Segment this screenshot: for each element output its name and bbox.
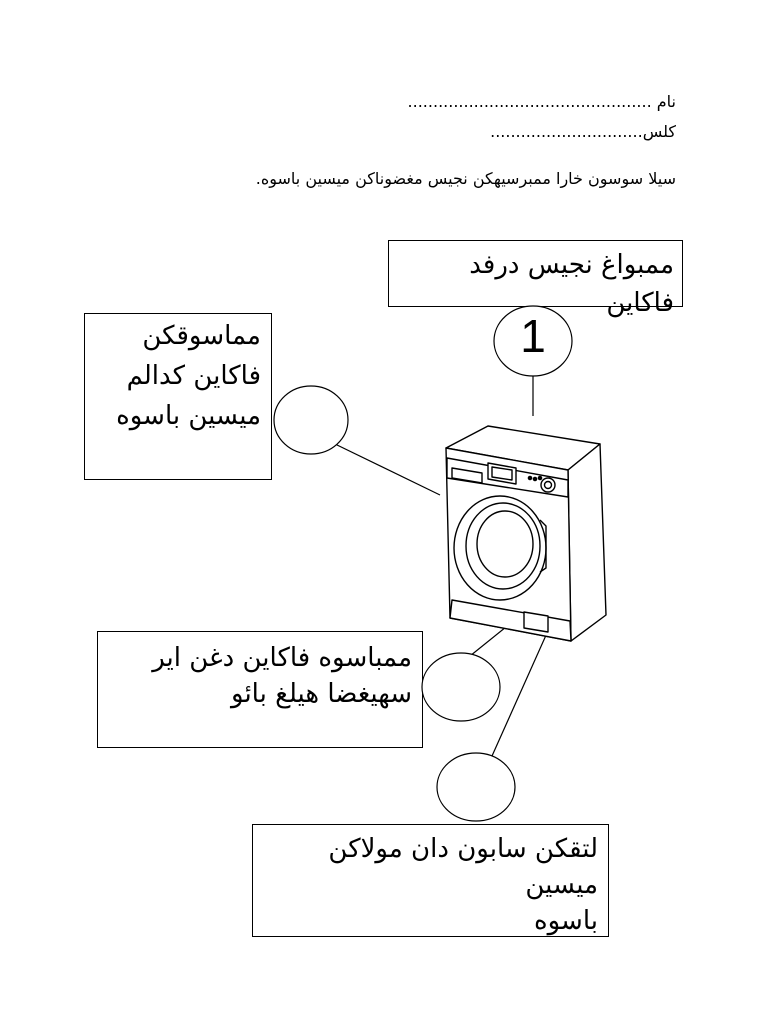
connector-line xyxy=(469,626,507,657)
answer-circle-3[interactable] xyxy=(421,652,501,722)
step-box-text: لتقكن سابون دان مولاكن ميسين باسوه xyxy=(328,834,598,936)
step-box-text: مماسوقكن فاكاين كدالم ميسين باسوه xyxy=(116,321,261,431)
step-box-text: ممباسوه فاكاين دغن اير سهيغضا هيلغ بائو xyxy=(152,643,412,709)
step-box-add-soap: لتقكن سابون دان مولاكن ميسين باسوه xyxy=(252,824,609,937)
answer-circle-2[interactable] xyxy=(273,385,349,455)
step-box-rinse: ممباسوه فاكاين دغن اير سهيغضا هيلغ بائو xyxy=(97,631,423,748)
connector-line xyxy=(491,632,548,757)
step-box-text: ممبواغ نجيس درفد فاكاين xyxy=(469,250,674,318)
washing-machine-icon xyxy=(445,425,607,642)
class-field-line: كلس.............................. xyxy=(490,122,676,141)
step-box-insert-clothes: مماسوقكن فاكاين كدالم ميسين باسوه xyxy=(84,313,272,480)
step-box-throw-dirty: ممبواغ نجيس درفد فاكاين xyxy=(388,240,683,318)
instruction-text: سيلا سوسون خارا ممبرسيهكن نجيس مغضوناكن … xyxy=(255,169,676,188)
name-field-line: نام ....................................… xyxy=(407,92,676,111)
answer-number-1: 1 xyxy=(520,310,546,362)
connector-line xyxy=(334,443,441,496)
answer-circle-4[interactable] xyxy=(436,752,516,822)
